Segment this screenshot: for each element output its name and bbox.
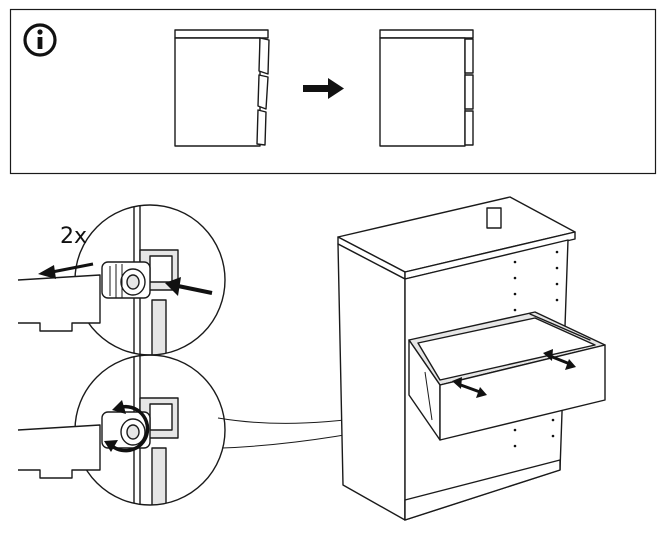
detail-circle-bottom (17, 354, 226, 506)
drawer-front-bottom-misaligned (256, 109, 267, 146)
cabinet-left-side (337, 243, 406, 521)
detail-circle-top: 2x (17, 204, 226, 356)
cabinet-after (379, 29, 474, 147)
cabinet-bottom (404, 459, 561, 521)
rotate-arrow-icon (104, 400, 150, 453)
drawer-front-top-aligned (464, 38, 474, 74)
double-arrow-right-icon (543, 349, 576, 370)
drawer-front-middle-aligned (464, 74, 474, 110)
drawer-front-middle-misaligned (257, 74, 269, 110)
double-arrow-left-icon (452, 377, 487, 398)
drawer-front-bottom-aligned (464, 110, 474, 146)
push-arrow-icon (165, 277, 213, 296)
cabinet-with-drawer (337, 196, 606, 521)
pull-arrow-icon (38, 262, 94, 279)
cabinet-before (174, 29, 270, 147)
drawer-front-top-misaligned (258, 37, 270, 75)
arrow-right-icon (303, 78, 344, 99)
info-circle-icon (23, 23, 57, 57)
info-box (9, 8, 657, 175)
quantity-label: 2x (60, 224, 87, 249)
wall-bracket (486, 207, 502, 229)
